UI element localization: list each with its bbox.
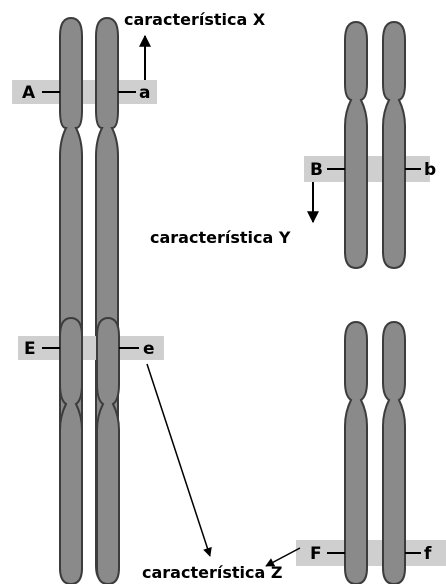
chromosome-4b [383, 322, 405, 584]
allele-label-F: F [310, 544, 322, 564]
chromosome-pair-3: E e [18, 318, 210, 584]
allele-label-f: f [424, 544, 432, 564]
chromosome-2a [345, 22, 367, 268]
trait-label-y: característica Y [150, 228, 291, 247]
chromosome-3b [97, 318, 119, 584]
allele-label-E: E [24, 339, 36, 359]
allele-label-B: B [310, 160, 323, 180]
chromosome-4a [345, 322, 367, 584]
chromosome-3a [60, 318, 82, 584]
chromosome-pair-4: F f [266, 322, 446, 584]
chromosome-pair-2: B b característica Y [150, 22, 436, 268]
allele-label-A: A [22, 83, 36, 103]
allele-label-a: a [139, 83, 150, 103]
chromosome-pair-1: A a característica X [12, 10, 266, 582]
arrow-e-to-trait-z [147, 364, 210, 556]
chromosome-2b [383, 22, 405, 268]
allele-label-b: b [424, 160, 436, 180]
trait-label-z: característica Z [142, 563, 282, 582]
allele-label-e: e [143, 339, 155, 359]
trait-label-x: característica X [124, 10, 266, 29]
